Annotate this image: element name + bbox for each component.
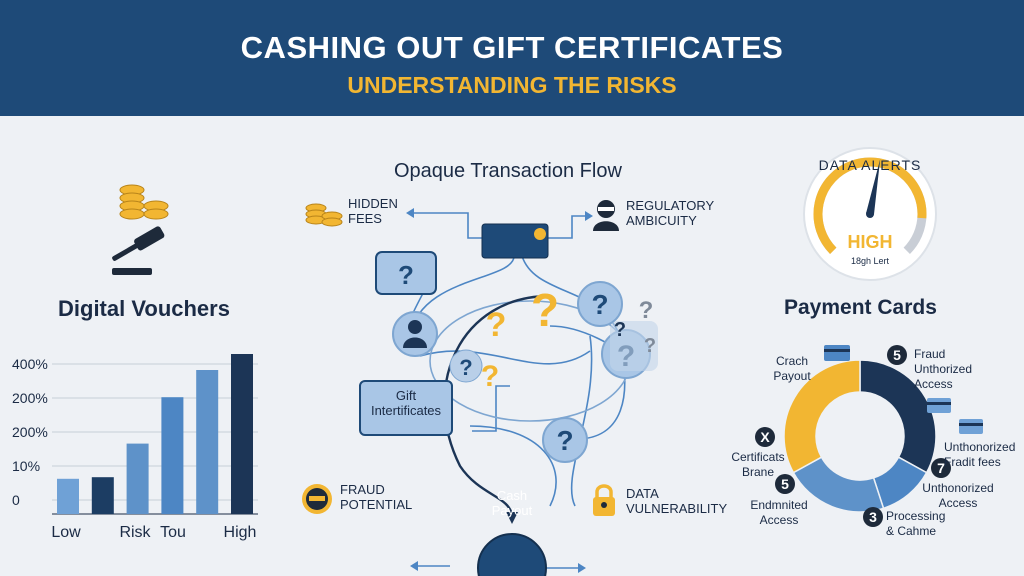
thief-icon xyxy=(302,484,332,514)
fraud-potential-label: FRAUD POTENTIAL xyxy=(340,482,413,512)
page-subtitle: UNDERSTANDING THE RISKS xyxy=(347,72,677,98)
svg-text:7: 7 xyxy=(937,460,945,476)
donut-slice xyxy=(783,359,861,474)
question-node xyxy=(449,349,483,383)
digital-vouchers-bar-chart: 0 10% 200% 200% 400% Low Risk Tou High xyxy=(12,354,258,541)
connector-line xyxy=(469,425,557,507)
coins-icon xyxy=(305,203,343,227)
svg-text:?: ? xyxy=(556,425,573,456)
connector-line xyxy=(472,385,510,432)
bar xyxy=(91,477,114,514)
question-node xyxy=(542,417,588,463)
svg-text:5: 5 xyxy=(781,476,789,492)
svg-text:?: ? xyxy=(459,355,472,380)
y-tick-label: 200% xyxy=(12,424,48,440)
donut-slice xyxy=(859,359,937,474)
x-tick-label: Low xyxy=(51,524,81,541)
question-node xyxy=(577,281,623,327)
connector-line xyxy=(548,215,585,239)
gauge-sub-text: 18gh Lert xyxy=(851,256,890,266)
digital-vouchers-title: Digital Vouchers xyxy=(58,296,230,321)
x-tick-label: High xyxy=(224,524,257,541)
certificats-label: Certificats Brane xyxy=(731,450,785,479)
credit-card-icon xyxy=(959,419,983,434)
connector-line xyxy=(414,212,482,239)
unthonorized-fees-label: Unthonorized Fradit fees xyxy=(944,440,1016,469)
fraud-unauthorized-label: Fraud Unthorized Access xyxy=(914,347,973,391)
hidden-fees-label: HIDDEN FEES xyxy=(348,196,398,226)
badge-5b: 5 xyxy=(775,474,795,494)
x-tick-label: Tou xyxy=(160,524,186,541)
payment-cards-donut-chart xyxy=(783,359,937,513)
endmnited-access-label: Endmnited Access xyxy=(750,498,808,527)
gauge-level-text: HIGH xyxy=(848,232,893,252)
badge-x: X xyxy=(755,427,775,447)
cash-payout-node xyxy=(477,533,547,576)
payment-cards-title: Payment Cards xyxy=(784,296,937,319)
gold-question-mark: ? xyxy=(481,360,499,393)
crach-payout-label: Crach Payout xyxy=(773,354,811,383)
badge-3: 3 xyxy=(863,507,883,527)
svg-text:3: 3 xyxy=(869,509,877,525)
unauthorized-access-label: Unthonorized Access xyxy=(922,481,994,510)
x-tick-label: Risk xyxy=(119,524,151,541)
bar xyxy=(126,443,149,514)
gold-question-mark: ? xyxy=(486,306,507,344)
svg-text:?: ? xyxy=(591,289,608,320)
svg-text:?: ? xyxy=(614,319,626,341)
data-vulnerability-label: DATA VULNERABILITY xyxy=(626,486,728,516)
y-tick-label: 0 xyxy=(12,492,20,508)
bar xyxy=(231,354,253,514)
connector-line xyxy=(419,350,591,365)
svg-text:5: 5 xyxy=(893,347,901,363)
svg-text:?: ? xyxy=(398,260,414,290)
badge-5: 5 xyxy=(887,345,907,365)
gauge-needle xyxy=(866,158,881,215)
badge-7: 7 xyxy=(931,458,951,478)
processing-label: Processing & Cahme xyxy=(886,509,946,538)
infographic-canvas: Digital Vouchers 0 10% 200% 200% 400% Low Risk… xyxy=(0,116,1024,576)
flow-diagram: ? ? ? ? ? ? ? ? ? ? ? xyxy=(359,208,658,576)
bar xyxy=(57,478,79,514)
header-banner: CASHING OUT GIFT CERTIFICATES UNDERSTAND… xyxy=(0,0,1024,116)
gift-certificates-label: Gift Intertificates xyxy=(370,388,442,418)
bar xyxy=(196,370,219,514)
gold-question-mark: ? xyxy=(531,284,559,336)
data-alerts-gauge: HIGH 18gh Lert xyxy=(803,147,937,281)
gift-certificates-box xyxy=(359,380,453,436)
flow-title: Opaque Transaction Flow xyxy=(394,160,622,182)
y-tick-label: 10% xyxy=(12,458,40,474)
y-tick-label: 200% xyxy=(12,390,48,406)
y-tick-label: 400% xyxy=(12,356,48,372)
page-title: CASHING OUT GIFT CERTIFICATES xyxy=(240,30,784,65)
credit-card-icon xyxy=(824,345,850,361)
lock-icon xyxy=(593,484,615,516)
bar xyxy=(161,397,184,514)
question-box xyxy=(375,251,437,295)
hacker-icon xyxy=(593,200,619,231)
coins-gavel-icon xyxy=(112,184,169,275)
svg-text:?: ? xyxy=(639,297,654,324)
cash-payout-label: Cash Payout xyxy=(491,488,533,518)
svg-text:?: ? xyxy=(644,335,656,357)
credit-card-icon xyxy=(927,398,951,413)
gauge-title: DATA ALERTS xyxy=(818,157,922,173)
regulatory-ambiguity-label: REGULATORY AMBICUITY xyxy=(626,198,714,228)
card-node xyxy=(481,223,549,259)
svg-text:X: X xyxy=(760,429,770,445)
